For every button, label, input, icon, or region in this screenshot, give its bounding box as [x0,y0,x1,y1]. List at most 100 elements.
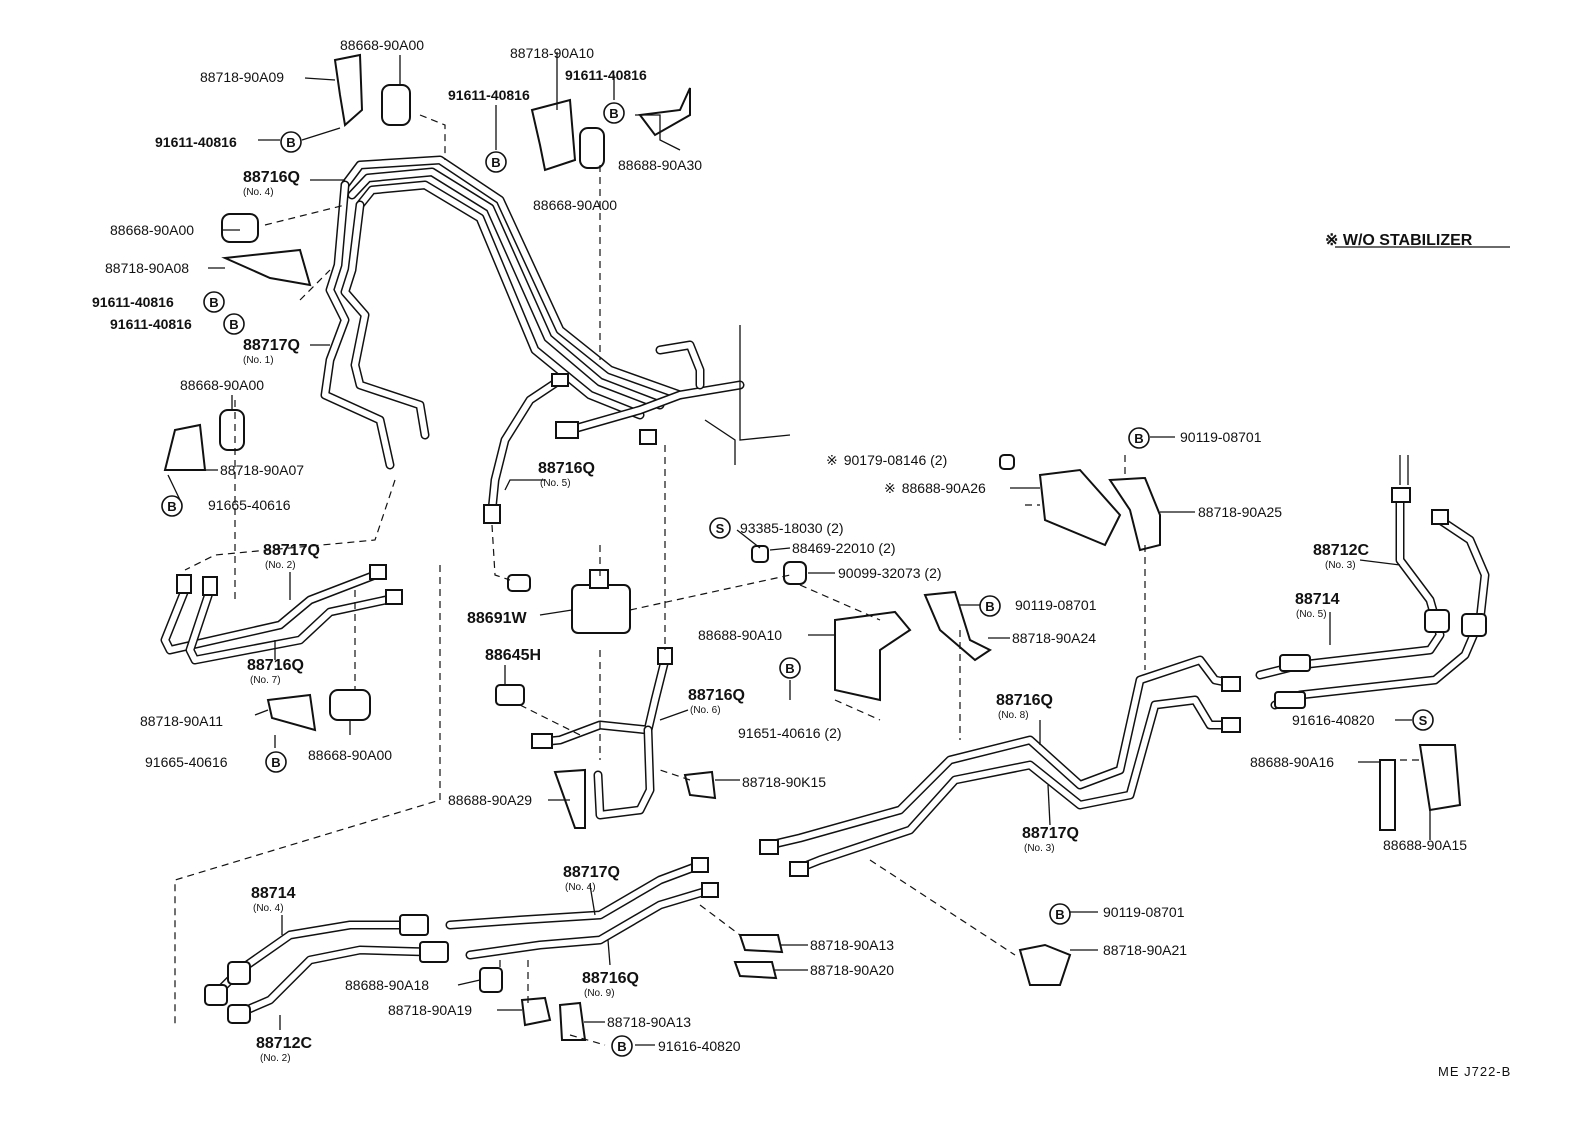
label-88718-90a24: 88718-90A24 [1012,630,1096,646]
pipe-88717q-no4 [445,857,719,960]
svg-text:S: S [716,521,725,536]
label-88718-90a11: 88718-90A11 [140,713,223,729]
label-90119-08701: 90119-08701 [1015,597,1097,613]
pipe-88716q-no5 [483,373,569,524]
label-88469-22010: 88469-22010 (2) [792,540,896,556]
label-sub: (No. 9) [584,988,615,999]
label-88645h: 88645H [485,647,541,664]
bolt-marker: B [779,657,801,679]
bolt-marker: B [203,291,225,313]
label-sub: (No. 1) [243,355,274,366]
label-88718-90a10: 88718-90A10 [510,45,594,61]
drawing-code: ME J722-B [1438,1064,1511,1079]
label-sub: (No. 5) [1296,609,1327,620]
label-90179-08146: ※90179-08146 (2) [826,452,947,468]
bolt-marker: B [1049,903,1071,925]
label-88718-90a09: 88718-90A09 [200,69,284,85]
label-88716q: 88716Q [538,460,595,477]
label-88668-90a00: 88668-90A00 [340,37,424,53]
label-88717q: 88717Q [263,542,320,559]
label-88716q: 88716Q [243,169,300,186]
label-88716q: 88716Q [247,657,304,674]
label-88718-90a08: 88718-90A08 [105,260,189,276]
label-88688-90a30: 88688-90A30 [618,157,702,173]
bolt-marker: B [223,313,245,335]
label-88712c: 88712C [256,1035,312,1052]
fastener-markers: B B B B B B B B B B B B S S [161,102,1434,1057]
label-91665-40616: 91665-40616 [208,497,291,513]
label-88717q: 88717Q [563,864,620,881]
label-90119-08701: 90119-08701 [1103,904,1185,920]
svg-text:B: B [617,1039,626,1054]
label-88718-90a13: 88718-90A13 [607,1014,691,1030]
label-88691w: 88691W [467,610,527,627]
label-sub: (No. 8) [998,710,1029,721]
label-88718-90a07: 88718-90A07 [220,462,304,478]
pipe-88716q-no6 [531,647,673,820]
junction-block [555,325,791,465]
label-sub: (No. 7) [250,675,281,686]
label-88668-90a00: 88668-90A00 [308,747,392,763]
label-88688-90a16: 88688-90A16 [1250,754,1334,770]
clamps-and-brackets [163,53,1462,1041]
svg-text:B: B [609,106,618,121]
bolt-marker: B [603,102,625,124]
bolt-marker: B [1128,427,1150,449]
leader-lines [167,52,1510,1046]
pipe-88716q-no8 [759,655,1241,877]
label-91616-40820: 91616-40820 [658,1038,741,1054]
label-88688-90a29: 88688-90A29 [448,792,532,808]
wo-stabilizer-note: ※ W/O STABILIZER [1325,232,1473,249]
label-91651-40616: 91651-40616 (2) [738,725,842,741]
svg-text:B: B [785,661,794,676]
label-sub: (No. 3) [1325,560,1356,571]
label-sub: (No. 4) [243,187,274,198]
label-88668-90a00: 88668-90A00 [180,377,264,393]
label-88716q: 88716Q [582,970,639,987]
svg-text:B: B [985,599,994,614]
label-88688-90a18: 88688-90A18 [345,977,429,993]
label-88717q: 88717Q [243,337,300,354]
hose-88714-no4 [204,914,449,1024]
bolt-marker: B [485,151,507,173]
svg-text:B: B [229,317,238,332]
label-sub: (No. 5) [540,478,571,489]
label-88712c: 88712C [1313,542,1369,559]
label-sub: (No. 6) [690,705,721,716]
pipe-88717q-no2 [160,564,403,665]
label-sub: (No. 3) [1024,843,1055,854]
label-88714: 88714 [251,885,296,902]
label-sub: (No. 2) [260,1053,291,1064]
label-91611-40816: 91611-40816 [448,87,530,103]
part-labels: 88668-90A00 88718-90A09 91611-40816 8871… [92,37,1467,1064]
label-90119-08701: 90119-08701 [1180,429,1262,445]
label-88668-90a00: 88668-90A00 [110,222,194,238]
bolt-marker: B [979,595,1001,617]
bolt-marker: B [265,751,287,773]
bolt-marker: B [161,495,183,517]
label-91665-40616: 91665-40616 [145,754,228,770]
svg-text:B: B [1134,431,1143,446]
svg-text:B: B [271,755,280,770]
label-sub: (No. 4) [565,882,596,893]
label-88718-90a21: 88718-90A21 [1103,942,1187,958]
svg-text:B: B [491,155,500,170]
label-88688-90a15: 88688-90A15 [1383,837,1467,853]
label-sub: (No. 2) [265,560,296,571]
label-88718-90k15: 88718-90K15 [742,774,826,790]
svg-text:B: B [167,499,176,514]
label-88717q: 88717Q [1022,825,1079,842]
label-88718-90a19: 88718-90A19 [388,1002,472,1018]
screw-marker: S [709,517,731,539]
hose-88714-no5 [1255,455,1490,710]
label-91611-40816: 91611-40816 [565,67,647,83]
label-91611-40816: 91611-40816 [92,294,174,310]
dashed-leaders [174,114,1420,1046]
label-93385-18030: 93385-18030 (2) [740,520,844,536]
label-88718-90a20: 88718-90A20 [810,962,894,978]
label-90099-32073: 90099-32073 (2) [838,565,942,581]
label-88718-90a25: 88718-90A25 [1198,504,1282,520]
svg-text:B: B [209,295,218,310]
label-88688-90a26: ※88688-90A26 [884,480,986,496]
